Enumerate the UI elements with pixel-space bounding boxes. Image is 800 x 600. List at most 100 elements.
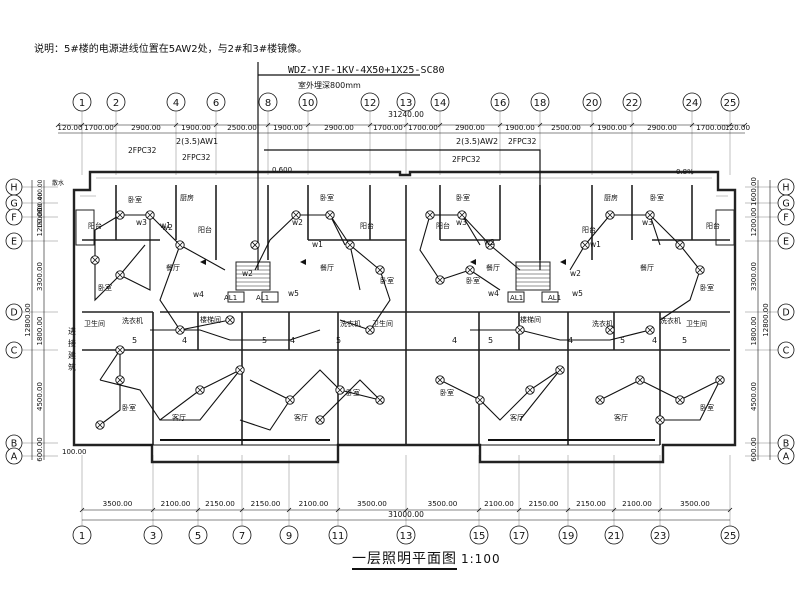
stair-box [515, 261, 551, 291]
lamp-cross [176, 241, 184, 249]
lamp-cross [366, 326, 374, 334]
dimension-tick [516, 507, 522, 513]
dimension-label-right: 12800.00 [762, 303, 770, 336]
circuit-id: w2 [292, 218, 303, 227]
circuit-wire [119, 215, 231, 331]
wiring [94, 62, 722, 446]
axis-label-top: 14 [434, 98, 447, 109]
room-label: 卧室 [380, 276, 394, 285]
lamp-cross [581, 241, 589, 249]
dimension-label-top: 1700.00 [408, 123, 438, 132]
axis-label-left: F [11, 213, 16, 224]
circuit-wire [289, 369, 382, 421]
dimension-tick [742, 122, 748, 128]
room-label: 卫生间 [686, 319, 707, 328]
dimension-label-top: 2500.00 [551, 123, 581, 132]
elevation-label: 0.600 [272, 166, 292, 174]
dimension-label-left: 3300.00 [36, 262, 44, 291]
axis-label-bottom: 7 [239, 531, 245, 542]
apron-label: 散水 [52, 179, 64, 187]
lamp-cross [596, 396, 604, 404]
axis-label-bottom: 9 [286, 531, 292, 542]
lamp-cross [292, 211, 300, 219]
dimension-tick [79, 507, 85, 513]
vertical-note-char: 接 [68, 338, 76, 348]
circuit-wire [254, 214, 381, 271]
lamp-cross [336, 386, 344, 394]
circuit-id: w5 [572, 289, 583, 298]
axis-label-right: H [782, 183, 789, 194]
lamp-cross [376, 396, 384, 404]
dimension-label-left: 600.00 [37, 192, 44, 213]
axis-label-top: 8 [265, 98, 271, 109]
axis-label-top: 20 [586, 98, 599, 109]
lamp-cross [116, 271, 124, 279]
fixtures [90, 210, 725, 430]
room-label: 卧室 [650, 193, 664, 202]
dimension-tick [286, 507, 292, 513]
dimension-label-top: 2900.00 [647, 123, 677, 132]
panel-id-label: AL1 [548, 294, 561, 302]
dimension-tick [55, 122, 61, 128]
room-label: 卧室 [98, 283, 112, 292]
lamp-cross [436, 376, 444, 384]
dimension-label-left: 400.00 [37, 179, 44, 200]
lamp-cross [176, 326, 184, 334]
dimension-tick [611, 507, 617, 513]
lamp-cross [226, 316, 234, 324]
cable-spec: WDZ-YJF-1KV-4X50+1X25-SC80 [288, 65, 445, 76]
dimension-label-bottom: 2100.00 [299, 499, 329, 508]
lamp-cross [696, 266, 704, 274]
dimension-tick [657, 507, 663, 513]
axis-label-top: 13 [400, 98, 413, 109]
axis-label-top: 4 [173, 98, 179, 109]
dimension-label-right: 3300.00 [750, 262, 758, 291]
axis-label-left: H [10, 183, 17, 194]
room-label: 阳台 [198, 225, 212, 234]
axis-label-left: D [10, 308, 17, 319]
lamp-cross [326, 211, 334, 219]
dimension-label-top: 1900.00 [597, 123, 627, 132]
dimension-label-left: 1500.00 [37, 203, 44, 228]
total-width-label: 31240.00 [388, 110, 424, 119]
axis-label-left: E [11, 237, 17, 248]
lamp-cross [676, 241, 684, 249]
wire-count: 5 [262, 336, 267, 345]
dimension-label-left: 12800.00 [24, 303, 32, 336]
cable-depth: 室外埋深800mm [298, 81, 361, 90]
room-label: 阳台 [360, 221, 374, 230]
axis-label-bottom: 19 [562, 531, 575, 542]
lamp-cross [556, 366, 564, 374]
axis-label-bottom: 11 [332, 531, 345, 542]
axis-label-top: 16 [494, 98, 507, 109]
circuit-wire [470, 329, 651, 341]
circuit-id: w2 [570, 269, 581, 278]
circuit-wire [439, 369, 561, 421]
dimension-label-bottom: 2100.00 [484, 499, 514, 508]
dimension-tick [150, 507, 156, 513]
panel-id-label: AL1 [224, 294, 237, 302]
lamp-cross [458, 211, 466, 219]
axis-label-top: 18 [534, 98, 547, 109]
lamp-cross [196, 386, 204, 394]
circuit-id: w2 [484, 238, 495, 247]
apron-line [80, 177, 728, 197]
axis-label-bottom: 1 [79, 531, 85, 542]
circuit-id: w3 [642, 218, 653, 227]
circuit-id: w2 [162, 223, 173, 232]
wire-count: 5 [682, 336, 687, 345]
lamp-cross [116, 376, 124, 384]
distribution-panel [507, 291, 525, 303]
room-label: 阳台 [706, 221, 720, 230]
dimension-label-right: 1200.00 [750, 208, 758, 237]
dimension-tick [727, 122, 733, 128]
wire-count: 5 [488, 336, 493, 345]
room-label: 阳台 [88, 221, 102, 230]
axis-label-right: C [783, 346, 790, 357]
dimension-label-top: 2900.00 [131, 123, 161, 132]
lamp-cross [606, 211, 614, 219]
room-label: 卧室 [128, 195, 142, 204]
axis-label-right: B [783, 439, 790, 450]
dimension-label-top: 1900.00 [505, 123, 535, 132]
